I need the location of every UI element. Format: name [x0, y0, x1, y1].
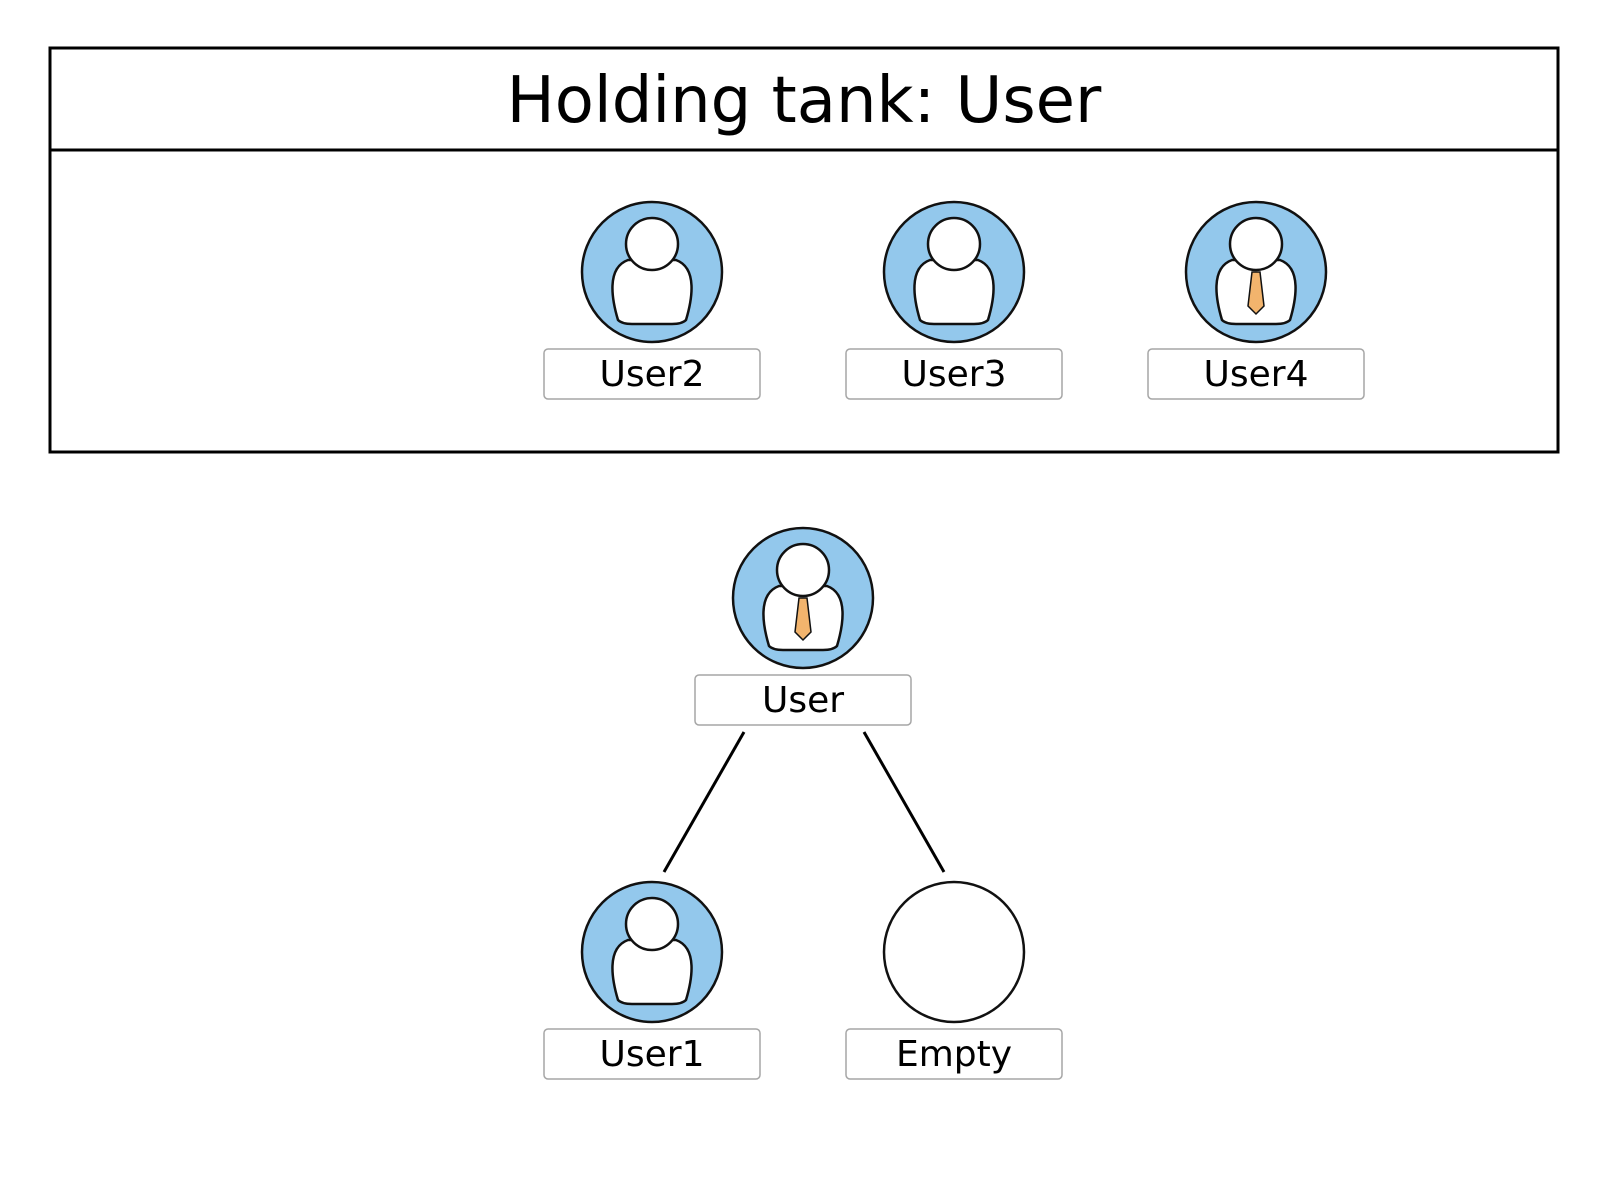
tank-user-node[interactable]: User3: [845, 200, 1063, 400]
person-with-tie-icon: [762, 542, 844, 652]
name-label-box: [845, 1028, 1063, 1080]
person-head-shape: [775, 542, 831, 598]
tree-root-node[interactable]: User: [694, 526, 912, 726]
tank-user-node[interactable]: User4: [1147, 200, 1365, 400]
name-label: User: [762, 680, 844, 721]
tie-shape: [794, 597, 812, 642]
tree-edges: [662, 731, 946, 873]
name-label-box: [543, 348, 761, 400]
name-label: User3: [902, 354, 1007, 395]
tie-shape: [1247, 271, 1265, 316]
edge-root-to-right-child: [862, 731, 946, 873]
person-head-shape: [926, 216, 982, 272]
holding-tank-users: User2 User3 User4: [543, 200, 1365, 400]
person-head-shape: [1228, 216, 1284, 272]
user-tree: User User1 Empty: [543, 526, 1063, 1080]
person-head-shape: [624, 216, 680, 272]
person-icon: [611, 216, 693, 326]
empty-circle-icon: [882, 880, 1026, 1024]
person-icon: [611, 896, 693, 1006]
name-label: User1: [600, 1034, 705, 1075]
person-icon: [913, 216, 995, 326]
name-label-box: [694, 674, 912, 726]
name-label-box: [845, 348, 1063, 400]
tank-user-node[interactable]: User2: [543, 200, 761, 400]
tree-left-child-node[interactable]: User1: [543, 880, 761, 1080]
person-body-shape: [611, 258, 693, 326]
person-head-shape: [624, 896, 680, 952]
name-label-box: [1147, 348, 1365, 400]
name-label: User4: [1204, 354, 1309, 395]
person-with-tie-icon: [1215, 216, 1297, 326]
name-label: User2: [600, 354, 705, 395]
edge-root-to-left-child: [662, 731, 746, 873]
tree-right-child-node[interactable]: Empty: [845, 880, 1063, 1080]
holding-tank-title: Holding tank: User: [507, 64, 1102, 138]
name-label: Empty: [896, 1034, 1012, 1075]
person-body-shape: [913, 258, 995, 326]
name-label-box: [543, 1028, 761, 1080]
person-body-shape: [611, 938, 693, 1006]
